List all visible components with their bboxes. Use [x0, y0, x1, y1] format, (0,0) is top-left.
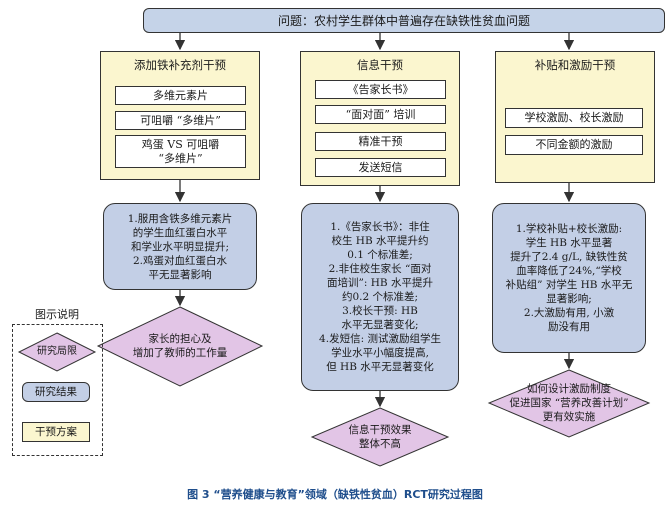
problem-text: 问题：农村学生群体中普遍存在缺铁性贫血问题	[277, 13, 530, 28]
legend-intervention-label: 干预方案	[35, 426, 77, 438]
legend-result-label: 研究结果	[35, 386, 77, 398]
result-box-1: 1.服用含铁多维元素片 的学生血红蛋白水平 和学业水平明显提升; 2.鸡蛋对血红…	[103, 203, 257, 290]
column-1-header: 添加铁补充剂干预	[134, 58, 226, 72]
limitation-diamond-2	[310, 407, 450, 467]
limitation-2-text: 信息干预效果 整体不高	[348, 424, 412, 450]
legend-diamond	[17, 332, 97, 372]
result-3-text: 1.学校补贴+校长激励: 学生 HB 水平显著 提升了2.4 g/L, 缺铁性贫…	[505, 223, 633, 333]
result-box-3: 1.学校补贴+校长激励: 学生 HB 水平显著 提升了2.4 g/L, 缺铁性贫…	[492, 203, 646, 353]
legend-title: 图示说明	[14, 306, 100, 322]
limitation-3-text: 如何设计激励制度 促进国家 “营养改善计划” 更有效实施	[509, 383, 629, 423]
column-2-item-1-text: 《告家长书》	[347, 82, 414, 96]
legend-limitation-label: 研究局限	[37, 346, 77, 357]
limitation-1-text: 家长的担心及 增加了教师的工作量	[132, 333, 228, 359]
figure-caption: 图 3 “营养健康与教育”领域（缺铁性贫血）RCT研究过程图	[187, 488, 483, 501]
result-box-2: 1.《告家长书》：非住 校生 HB 水平提升约 0.1 个标准差; 2.非住校生…	[301, 203, 459, 391]
column-3-item-2-text: 不同金额的激励	[535, 138, 613, 151]
column-2-header: 信息干预	[357, 58, 403, 72]
column-3-item-1-text: 学校激励、校长激励	[524, 111, 624, 124]
problem-box: 问题：农村学生群体中普遍存在缺铁性贫血问题	[143, 8, 665, 33]
limitation-diamond-3	[487, 369, 651, 438]
legend-result-box: 研究结果	[22, 382, 90, 402]
result-1-text: 1.服用含铁多维元素片 的学生血红蛋白水平 和学业水平明显提升; 2.鸡蛋对血红…	[127, 212, 233, 281]
legend-intervention-box: 干预方案	[22, 422, 90, 442]
column-2-item-4-text: 发送短信	[358, 160, 403, 174]
legend-frame	[12, 324, 103, 456]
column-1-item-3: 鸡蛋 VS 可咀嚼 “多维片”	[115, 135, 246, 168]
column-1-item-1: 多维元素片	[115, 86, 246, 105]
column-1-item-3-text: 鸡蛋 VS 可咀嚼 “多维片”	[141, 137, 220, 165]
column-1-item-1-text: 多维元素片	[153, 88, 208, 102]
column-1-item-2: 可咀嚼 “多维片”	[115, 111, 246, 130]
column-3-header: 补贴和激励干预	[534, 58, 616, 72]
column-3-item-1: 学校激励、校长激励	[505, 108, 643, 128]
column-2-item-2: “面对面” 培训	[315, 105, 446, 124]
column-2-item-1: 《告家长书》	[315, 80, 446, 99]
column-2-item-4: 发送短信	[315, 158, 446, 177]
column-2-item-2-text: “面对面” 培训	[345, 107, 416, 121]
column-2-item-3: 精准干预	[315, 132, 446, 151]
column-3-item-2: 不同金额的激励	[505, 135, 643, 155]
column-2-item-3-text: 精准干预	[358, 134, 403, 148]
limitation-diamond-1	[96, 306, 264, 387]
result-2-text: 1.《告家长书》：非住 校生 HB 水平提升约 0.1 个标准差; 2.非住校生…	[319, 221, 441, 373]
column-1-item-2-text: 可咀嚼 “多维片”	[140, 113, 221, 127]
